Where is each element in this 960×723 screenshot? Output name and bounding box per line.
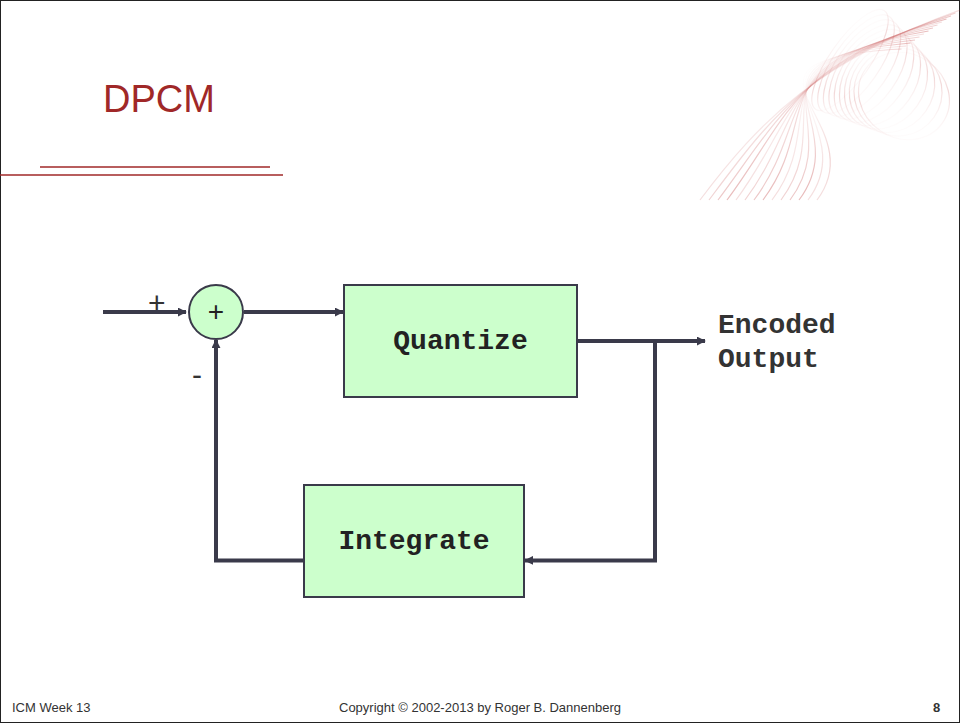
- footer-text: ICM Week 13: [12, 700, 91, 715]
- summing-junction: +: [188, 284, 244, 340]
- output-label: Encoded Output: [718, 309, 918, 376]
- sign-label: -: [192, 358, 202, 392]
- block-label: +: [208, 296, 224, 328]
- sign-label: +: [148, 286, 166, 320]
- title-underline: [40, 166, 270, 168]
- quantizer-block: Quantize: [343, 284, 578, 398]
- signal-connector: [216, 340, 303, 560]
- integrator-block: Integrate: [303, 484, 525, 598]
- title-underline: [0, 174, 283, 176]
- output-arrow: [655, 339, 705, 343]
- page-number: 8: [933, 700, 940, 715]
- slide-title: DPCM: [103, 78, 215, 121]
- swirl-ornament: [700, 0, 960, 200]
- signal-connector: [244, 310, 343, 314]
- block-label: Integrate: [338, 526, 489, 557]
- input-arrow: [103, 310, 186, 314]
- footer-copyright: Copyright © 2002-2013 by Roger B. Dannen…: [339, 700, 621, 715]
- block-label: Quantize: [393, 326, 527, 357]
